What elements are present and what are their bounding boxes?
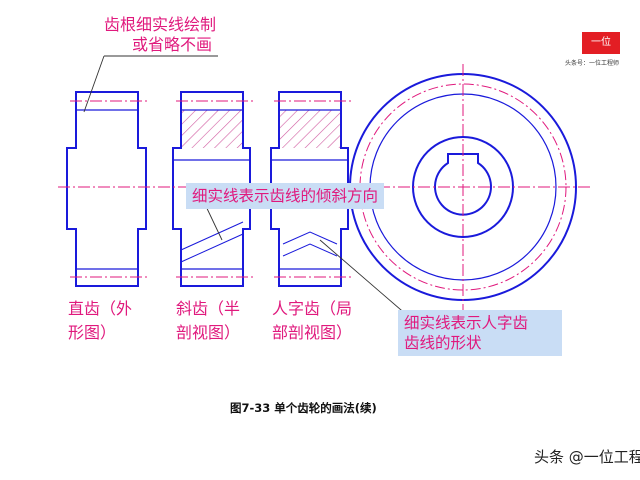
helical-gear-view bbox=[172, 91, 251, 287]
figure-caption: 图7-33 单个齿轮的画法(续) bbox=[230, 401, 377, 415]
watermark: 头条 @一位工程师 bbox=[534, 448, 640, 466]
root-note-line1: 齿根细实线绘制 bbox=[104, 15, 217, 34]
straight-gear-label-line1: 直齿（外 bbox=[68, 299, 133, 318]
helix-direction-callout: 细实线表示齿线的倾斜方向 bbox=[186, 183, 385, 209]
straight-gear-label-line2: 形图） bbox=[68, 323, 117, 342]
straight-gear-view bbox=[66, 91, 147, 287]
helical-gear-label-line2: 剖视图） bbox=[176, 323, 241, 342]
brand-logo: 一位 bbox=[582, 32, 620, 54]
brand-subtitle: 头条号：一位工程师 bbox=[565, 60, 620, 67]
herringbone-shape-callout-line2: 齿线的形状 bbox=[404, 334, 482, 352]
helical-gear-label-line1: 斜齿（半 bbox=[176, 299, 241, 318]
herringbone-gear-label-line1: 人字齿（局 bbox=[272, 299, 353, 318]
root-note-line2: 或省略不画 bbox=[132, 35, 213, 54]
herringbone-shape-callout-line1: 细实线表示人字齿 bbox=[404, 314, 529, 332]
herringbone-gear-view bbox=[270, 91, 349, 287]
herringbone-gear-label-line2: 部剖视图） bbox=[272, 323, 353, 342]
herringbone-shape-callout: 细实线表示人字齿 齿线的形状 bbox=[398, 310, 562, 356]
